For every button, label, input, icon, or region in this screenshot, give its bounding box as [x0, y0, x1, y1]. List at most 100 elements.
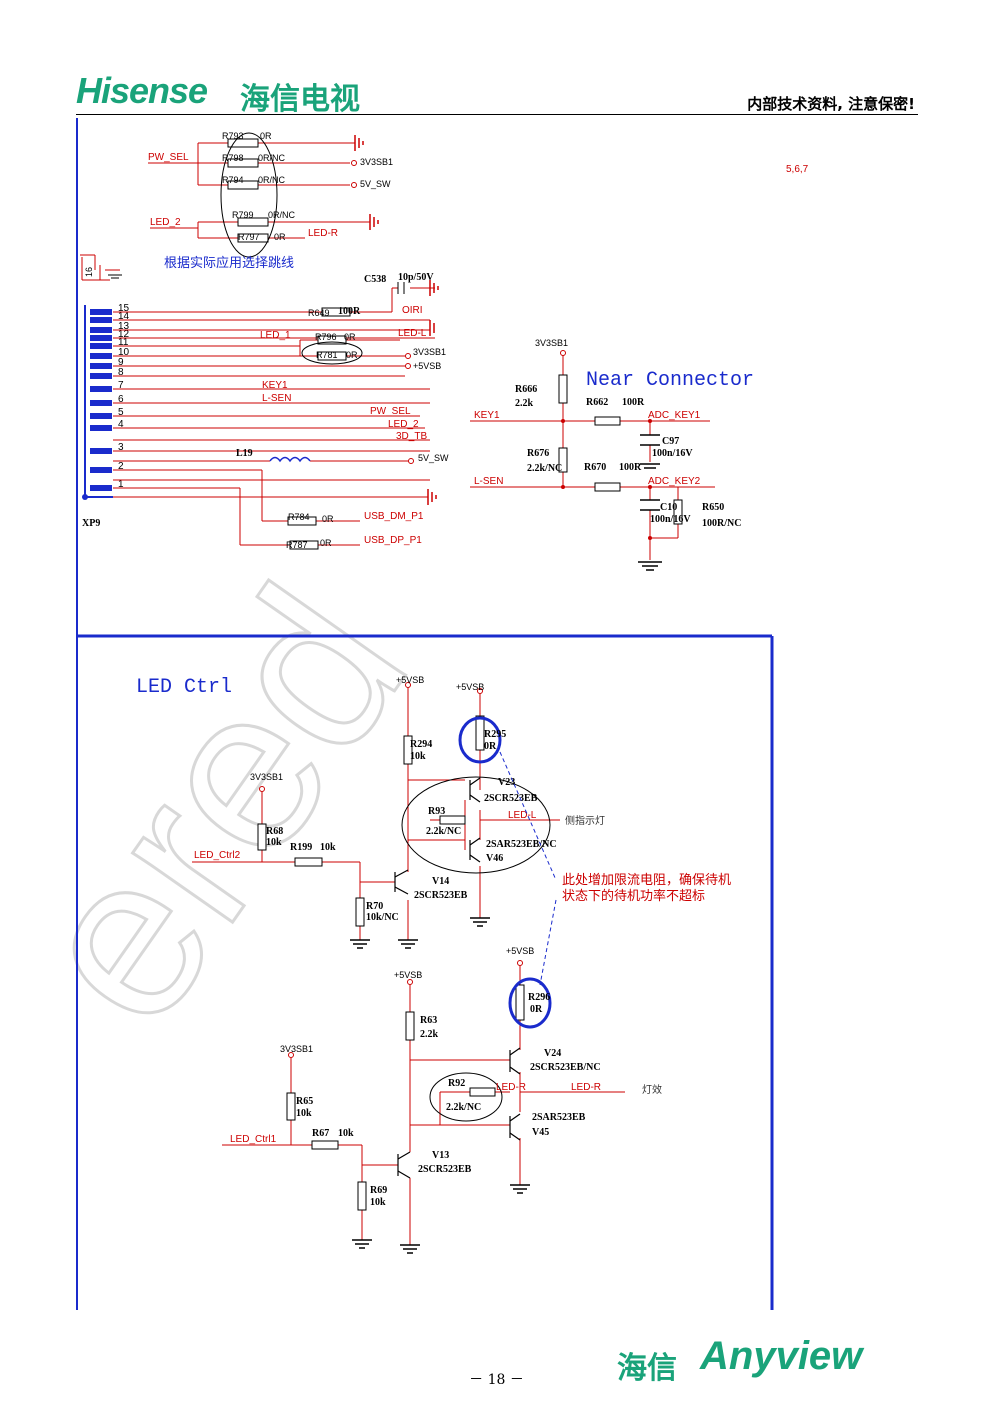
near-connector-caps — [638, 434, 662, 571]
pin-block-15 — [90, 309, 112, 315]
led-lower-wires — [222, 966, 625, 1245]
label-3v3sb1-top: 3V3SB1 — [360, 157, 393, 167]
val-r68: 10k — [266, 837, 282, 848]
ref-r294: R294 — [410, 739, 432, 750]
near-connector-components — [558, 374, 683, 525]
port-v3a — [259, 786, 265, 792]
label-led2-conn: LED_2 — [388, 419, 419, 430]
ground-symbols-top — [354, 135, 379, 230]
port-3v3sb1 — [351, 160, 357, 166]
pin-number-14: 14 — [118, 311, 130, 322]
connector-label: XP9 — [82, 518, 100, 529]
footer-logo-cn: 海信 — [617, 1351, 677, 1386]
ref-r666: R666 — [515, 384, 537, 395]
ref-r796: R796 — [315, 332, 337, 342]
pin-number-2: 2 — [118, 461, 124, 472]
label-vsb4: +5VSB — [394, 970, 422, 980]
page-number: － 18 － — [469, 1372, 524, 1388]
val-r798: 0R/NC — [258, 153, 286, 163]
val-c538: 10p/50V — [398, 272, 434, 283]
ref-r65: R65 — [296, 1096, 313, 1107]
ref-c97: C97 — [662, 436, 679, 447]
ref-r649: R649 — [308, 308, 330, 318]
label-led-l-conn: LED-L — [398, 328, 427, 339]
val-r65: 10k — [296, 1108, 312, 1119]
ref-l19: L19 — [236, 448, 253, 459]
jumper-note: 根据实际应用选择跳线 — [164, 255, 294, 271]
val-r92: 2.2k/NC — [446, 1102, 481, 1113]
ref-r799: R799 — [232, 210, 254, 220]
val-r294: 10k — [410, 751, 426, 762]
ref-r781: R781 — [316, 350, 338, 360]
port-3v3sb1-conn — [405, 353, 411, 359]
net-pw-sel: PW_SEL — [148, 152, 189, 163]
note-line1: 此处增加限流电阻，确保待机 — [562, 873, 731, 888]
val-r666: 2.2k — [515, 398, 534, 409]
jumper-select-ellipse — [220, 132, 278, 258]
pin-number-10: 10 — [118, 347, 130, 358]
label-vsb3: +5VSB — [506, 946, 534, 956]
ref-r787: R787 — [286, 540, 308, 550]
val-r199: 10k — [320, 842, 336, 853]
val-r662: 100R — [622, 397, 645, 408]
ref-r676: R676 — [527, 448, 549, 459]
led-ctrl-title: LED Ctrl — [136, 676, 232, 699]
label-led-ctrl2: LED_Ctrl2 — [194, 850, 241, 861]
pin-block-14 — [90, 317, 112, 323]
part-v23: 2SCR523EB — [484, 793, 538, 804]
pin-block-3 — [90, 448, 112, 454]
ground-symbols-conn — [427, 280, 439, 505]
label-5vsw-conn: 5V_SW — [418, 453, 449, 463]
label-adc-key2: ADC_KEY2 — [648, 476, 701, 487]
pin-block-7 — [90, 386, 112, 392]
port-vsb3 — [517, 960, 523, 966]
hisense-tv-logo-cn: 海信电视 — [240, 82, 360, 117]
port-3v3sb1-near — [560, 350, 566, 356]
note-pointer-1 — [499, 751, 557, 881]
pin-number-9: 9 — [118, 357, 124, 368]
pin-number-11: 11 — [118, 337, 129, 348]
ref-r63: R63 — [420, 1015, 437, 1026]
label-v3a: 3V3SB1 — [250, 772, 283, 782]
near-connector-wires — [470, 355, 715, 560]
ref-r199: R199 — [290, 842, 312, 853]
r295-highlight — [458, 716, 502, 764]
r781-ellipse — [301, 341, 363, 365]
connector-xp9 — [80, 254, 122, 500]
part-v13: 2SCR523EB — [418, 1164, 472, 1175]
corner-label: 5,6,7 — [786, 164, 809, 175]
label-led-r-top: LED-R — [308, 228, 338, 239]
pin-block-9 — [90, 363, 112, 369]
val-r296: 0R — [530, 1004, 543, 1015]
led-upper-wires — [192, 688, 560, 940]
pin-block-5 — [90, 413, 112, 419]
label-key1-conn: KEY1 — [262, 380, 288, 391]
label-led-r-inner: LED-R — [496, 1082, 526, 1093]
pin-block-10 — [90, 353, 112, 359]
led-lower-transistors — [397, 1047, 521, 1179]
val-r63: 2.2k — [420, 1029, 439, 1040]
pin-block-11 — [90, 343, 112, 349]
label-usb-dm: USB_DM_P1 — [364, 511, 424, 522]
ref-r784: R784 — [288, 512, 310, 522]
label-usb-dp: USB_DP_P1 — [364, 535, 422, 546]
val-r794: 0R/NC — [258, 175, 286, 185]
label-5vsw-top: 5V_SW — [360, 179, 391, 189]
val-r796: 0R — [344, 332, 356, 342]
pin-block-13 — [90, 327, 112, 333]
pin-block-6 — [90, 400, 112, 406]
pin-number-12: 12 — [118, 329, 130, 340]
r92-ellipse — [429, 1072, 503, 1122]
ref-r92: R92 — [448, 1078, 465, 1089]
ref-r68: R68 — [266, 826, 283, 837]
label-lsen-near: L-SEN — [474, 476, 503, 487]
led-lower-resistors — [286, 984, 525, 1211]
note-line2: 状态下的待机功率不超标 — [562, 888, 705, 904]
watermark: ered — [0, 544, 454, 1069]
pin-number-13: 13 — [118, 321, 130, 332]
label-vsb1: +5VSB — [396, 675, 424, 685]
val-r70: 10k/NC — [366, 912, 399, 923]
ref-r69: R69 — [370, 1185, 387, 1196]
ref-c10: C10 — [660, 502, 677, 513]
